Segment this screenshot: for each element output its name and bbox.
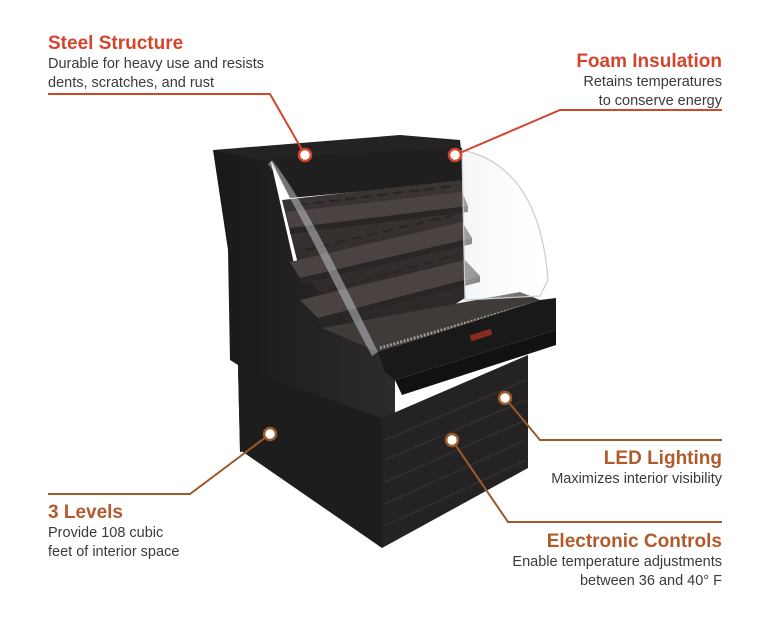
controls-dot (444, 432, 460, 448)
display-case (213, 135, 556, 548)
callout-led-lighting: LED Lighting Maximizes interior visibili… (551, 448, 722, 489)
callout-dots (262, 147, 513, 448)
levels-title: 3 Levels (48, 502, 123, 523)
foam-insulation-title: Foam Insulation (576, 51, 722, 72)
callout-steel-structure: Steel Structure Durable for heavy use an… (48, 33, 264, 93)
steel-structure-title: Steel Structure (48, 33, 184, 54)
electronic-controls-desc: Enable temperature adjustments between 3… (512, 554, 722, 589)
foam-insulation-desc: Retains temperatures to conserve energy (583, 74, 722, 109)
levels-dot (262, 426, 278, 442)
leader-lines (48, 93, 722, 523)
levels-desc: Provide 108 cubic feet of interior space (48, 525, 180, 560)
callout-3-levels: 3 Levels Provide 108 cubic feet of inter… (48, 502, 179, 562)
foam-dot (447, 147, 463, 163)
electronic-controls-title: Electronic Controls (546, 531, 722, 552)
callout-electronic-controls: Electronic Controls Enable temperature a… (512, 531, 722, 591)
callout-foam-insulation: Foam Insulation Retains temperatures to … (576, 51, 722, 111)
steel-dot (297, 147, 313, 163)
led-lighting-desc: Maximizes interior visibility (551, 471, 722, 487)
led-dot (497, 390, 513, 406)
led-lighting-title: LED Lighting (603, 448, 722, 469)
steel-structure-desc: Durable for heavy use and resists dents,… (48, 56, 264, 91)
